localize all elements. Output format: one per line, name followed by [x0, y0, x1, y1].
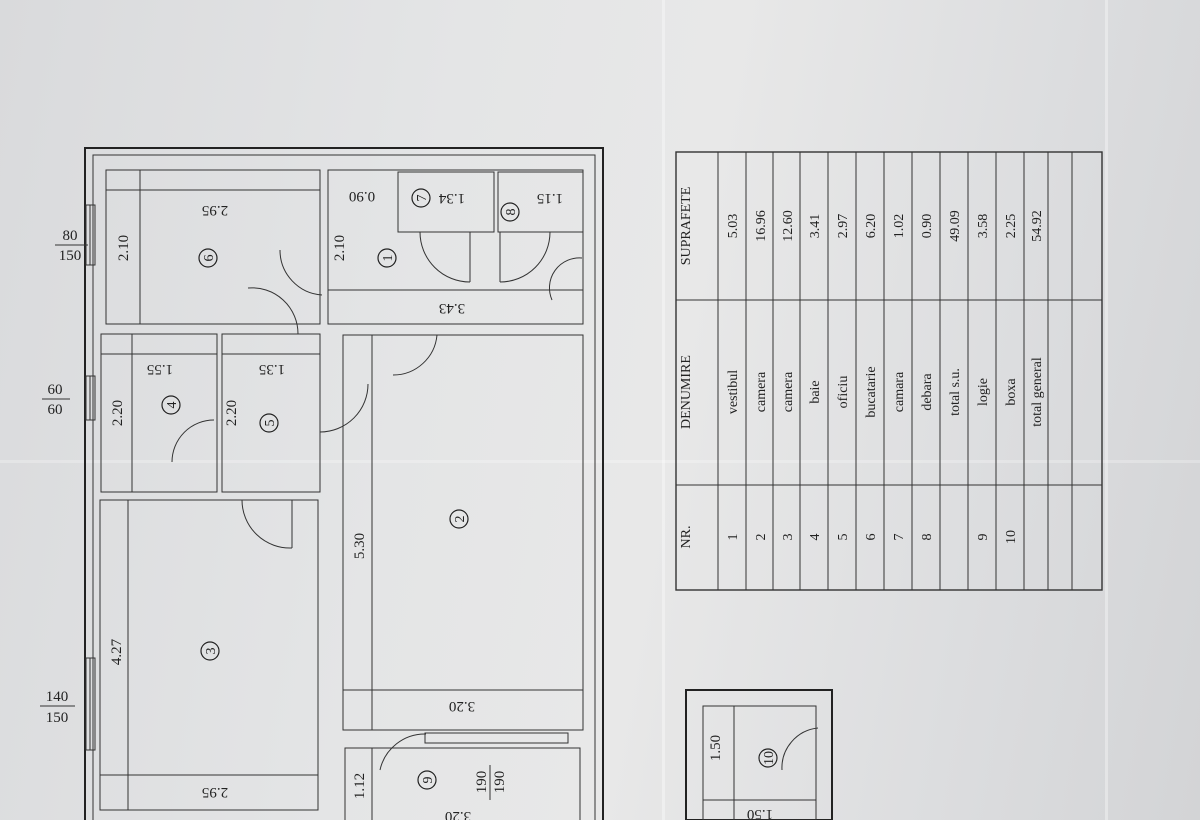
table-cell-nr: 8: [920, 534, 935, 541]
room-9: [344, 747, 581, 820]
table-cell-area: 12.60: [781, 210, 796, 242]
table-cell-name: camera: [781, 371, 796, 412]
table-cell-name: debara: [920, 373, 935, 411]
table-cell-name: baie: [808, 380, 823, 403]
dimension: 0.90: [349, 188, 375, 204]
table-cell-area: 3.58: [976, 214, 991, 239]
room-number: 6: [202, 255, 217, 262]
window-size: 80: [63, 228, 78, 244]
area-table: SUPRAFETE DENUMIRE NR.: [675, 151, 1103, 591]
table-cell-name: oficiu: [836, 376, 851, 409]
outer-wall-inner: [92, 154, 596, 820]
dimension: 4.27: [109, 638, 125, 665]
window-size: 150: [46, 710, 69, 726]
dimension: 1.55: [147, 361, 173, 377]
room-number: 10: [762, 751, 777, 765]
room-number: 3: [204, 648, 219, 655]
dimension: 2.10: [332, 235, 348, 261]
dimension: 1.35: [259, 361, 285, 377]
dimension: 2.20: [110, 400, 126, 426]
window-size: 190: [492, 771, 508, 794]
table-cell-name: vestibul: [726, 370, 741, 414]
table-cell-name: bucatarie: [864, 366, 879, 417]
table-cell-nr: 2: [754, 534, 769, 541]
dimension: 2.95: [202, 784, 228, 800]
room-6: [105, 169, 321, 325]
table-cell-name: total general: [1030, 357, 1045, 427]
table-cell-area: 2.25: [1004, 214, 1019, 239]
table-cell-nr: 5: [836, 534, 851, 541]
room-number: 8: [504, 209, 519, 216]
window-size: 150: [59, 248, 82, 264]
table-cell-area: 2.97: [836, 214, 851, 239]
outer-wall: [84, 147, 604, 820]
table-cell-name: camara: [892, 371, 907, 412]
table-cell-name: logie: [976, 378, 991, 406]
table-cell-name: total s.u.: [948, 368, 963, 416]
room-4: [100, 333, 218, 493]
table-header-name: DENUMIRE: [679, 355, 694, 429]
table-cell-nr: 1: [726, 534, 741, 541]
table-cell-name: camera: [754, 371, 769, 412]
table-header-area: SUPRAFETE: [679, 187, 694, 266]
room-2: [342, 334, 584, 731]
table-cell-area: 54.92: [1030, 210, 1045, 242]
room-number: 9: [421, 777, 436, 784]
table-cell-name: boxa: [1004, 378, 1019, 406]
table-cell-nr: 6: [864, 534, 879, 541]
table-cell-nr: 7: [892, 534, 907, 541]
dimension: 3.20: [449, 698, 475, 714]
room-7: [397, 171, 495, 233]
window-size: 60: [48, 402, 63, 418]
room-5: [221, 333, 321, 493]
dimension: 1.50: [747, 806, 773, 820]
room-number: 5: [263, 420, 278, 427]
room-number: 2: [453, 516, 468, 523]
table-cell-area: 49.09: [948, 210, 963, 242]
table-cell-area: 1.02: [892, 214, 907, 239]
dimension: 3.43: [439, 300, 465, 316]
table-cell-area: 5.03: [726, 214, 741, 239]
table-cell-nr: 4: [808, 534, 823, 541]
dimension: 2.95: [202, 202, 228, 218]
dimension: 1.50: [708, 735, 724, 761]
room-8: [497, 171, 584, 233]
dimension: 2.10: [116, 235, 132, 261]
table-cell-area: 0.90: [920, 214, 935, 239]
room-3: [99, 499, 319, 811]
dimension: 3.20: [445, 808, 471, 820]
window-size: 190: [474, 771, 490, 794]
table-cell-nr: 9: [976, 534, 991, 541]
room-number: 4: [165, 402, 180, 409]
room-1: [327, 169, 584, 325]
table-cell-area: 6.20: [864, 214, 879, 239]
window-size: 140: [46, 689, 69, 705]
dimension: 2.20: [224, 400, 240, 426]
dimension: 1.12: [352, 773, 368, 799]
room-number: 7: [415, 195, 430, 202]
table-cell-nr: 10: [1004, 530, 1019, 544]
table-cell-nr: 3: [781, 534, 796, 541]
storage-box: [685, 689, 833, 820]
dimension: 1.15: [537, 190, 563, 206]
table-cell-area: 3.41: [808, 214, 823, 239]
table-cell-area: 16.96: [754, 210, 769, 242]
window-size: 60: [48, 382, 63, 398]
dimension: 1.34: [438, 190, 465, 206]
room-number: 1: [381, 255, 396, 262]
table-rows: 5.03 vestibul 1 16.96 camera 2 12.60 camera 3 3.4…: [726, 210, 1045, 544]
dimension: 5.30: [352, 533, 368, 559]
table-header-nr: NR.: [679, 526, 694, 549]
